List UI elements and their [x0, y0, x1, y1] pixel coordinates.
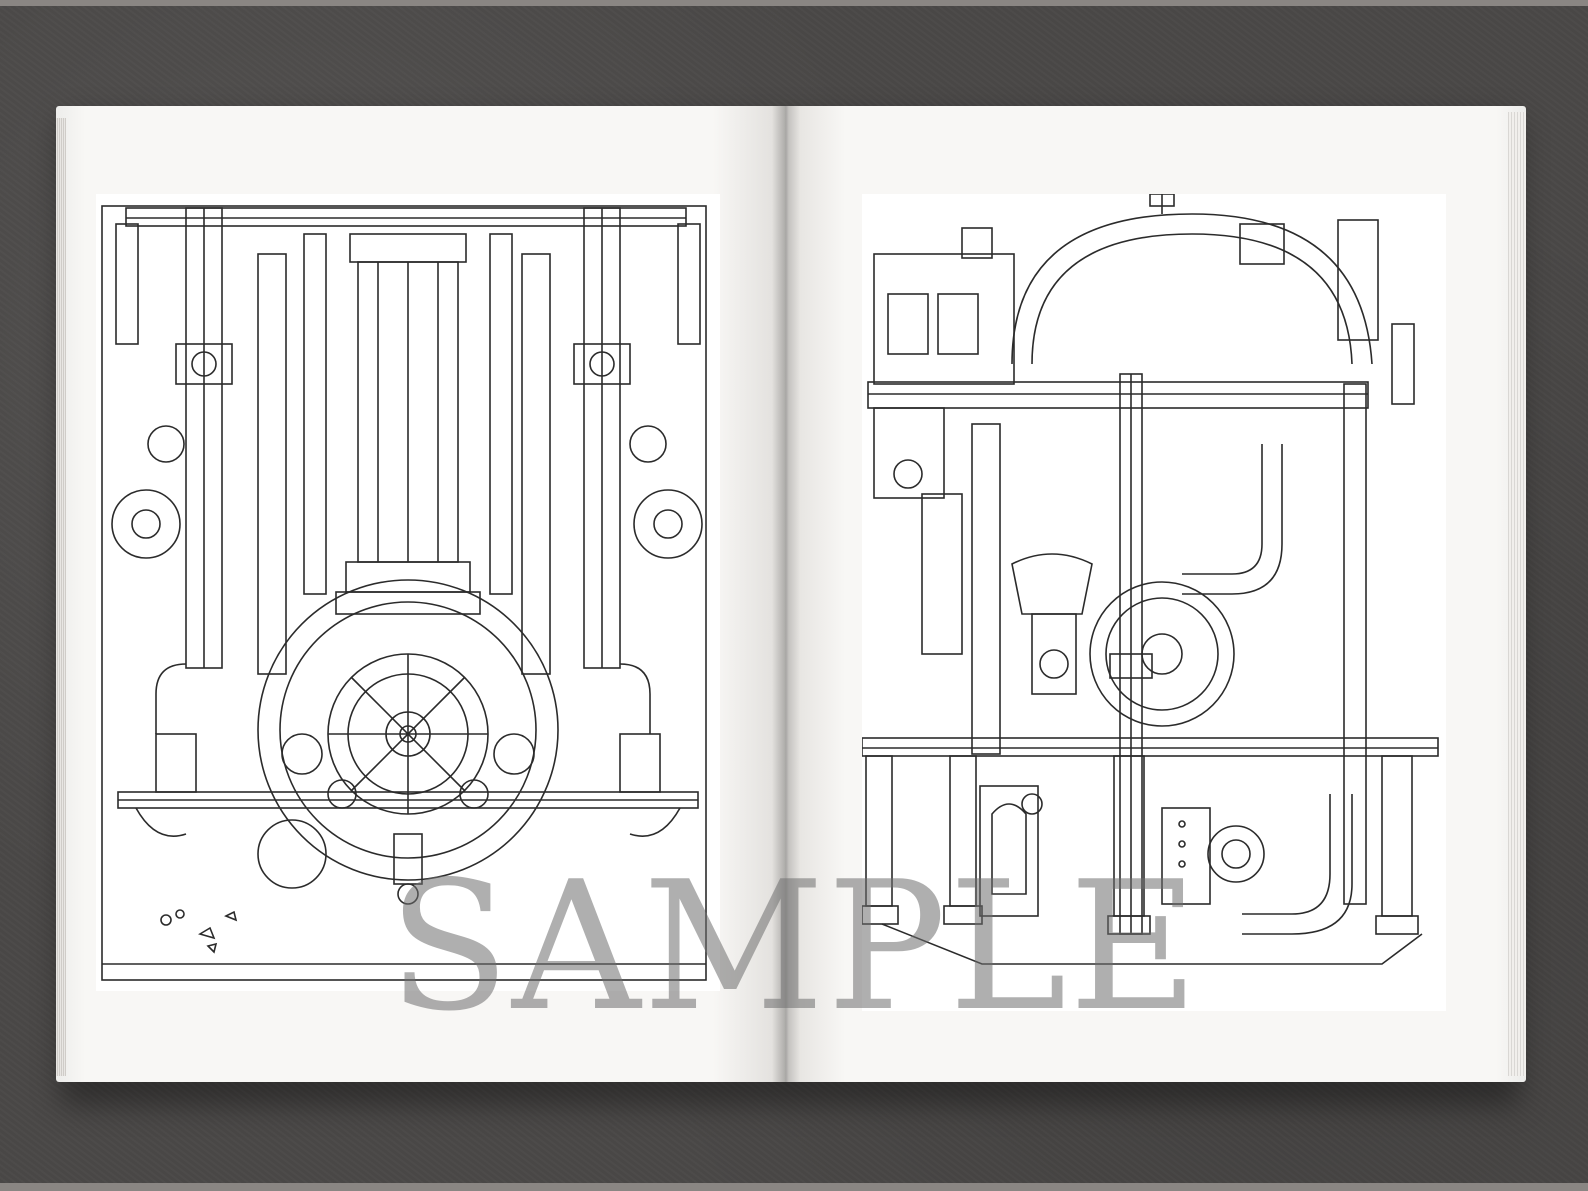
- right-tall-pipe: [1343, 383, 1367, 905]
- large-wheel-outer: [257, 579, 559, 881]
- central-cylinder-cap: [349, 233, 467, 263]
- lower-floor: [862, 737, 1439, 757]
- book-gutter: [772, 106, 800, 1082]
- door-booth: [979, 785, 1039, 917]
- curved-pipe: [1182, 444, 1263, 575]
- frame-top-strip: [0, 0, 1588, 6]
- right-illustration: [862, 194, 1446, 1011]
- big-gear: [1089, 581, 1235, 727]
- right-page-edges: [1508, 112, 1526, 1076]
- pillar-4: [1381, 755, 1413, 917]
- left-machine-drawing: [101, 205, 707, 981]
- left-illustration: [96, 194, 720, 991]
- right-gear: [633, 489, 703, 559]
- frame-bottom-strip: [0, 1183, 1588, 1191]
- right-machine-drawing: [862, 194, 1439, 965]
- upper-deck: [867, 381, 1369, 409]
- left-page-edges: [56, 118, 66, 1076]
- left-gear: [111, 489, 181, 559]
- left-annex: [873, 253, 1015, 385]
- dome-arch: [1011, 213, 1373, 365]
- left-page-border: [101, 205, 707, 981]
- sample-watermark: SAMPLE: [388, 843, 1201, 1050]
